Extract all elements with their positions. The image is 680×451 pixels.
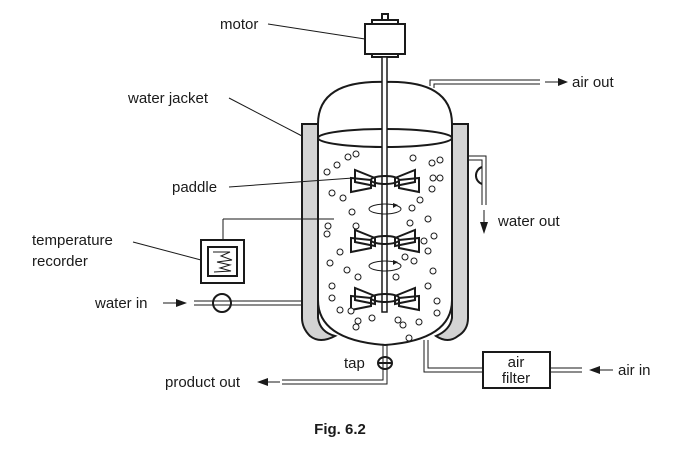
rotation-arrow-icon [368, 203, 402, 215]
bubble [352, 323, 360, 331]
label-water-in: water in [94, 295, 148, 312]
air-bubbles [323, 150, 444, 342]
bubble [352, 222, 360, 230]
water-out-pipe [468, 155, 487, 205]
bubble [328, 282, 336, 290]
air-in-pipe [423, 340, 582, 373]
paddle-set-1 [350, 168, 420, 194]
arrow-left-icon [257, 378, 280, 386]
air-out-pipe [429, 79, 540, 88]
label-temperature-recorder-1: temperature [32, 232, 113, 249]
bubble [429, 174, 437, 182]
arrow-down-icon [480, 210, 488, 234]
motor-unit [364, 13, 406, 58]
bubble [333, 161, 341, 169]
bubble [354, 273, 362, 281]
bubble [428, 159, 436, 167]
water-in-pipe [194, 293, 302, 313]
paddle-set-3 [350, 286, 420, 312]
bubble [436, 174, 444, 182]
bubble [424, 247, 432, 255]
label-water-jacket: water jacket [127, 90, 209, 107]
arrow-right-icon [163, 299, 187, 307]
label-air-filter-1: air [508, 354, 525, 371]
bubble [408, 204, 416, 212]
bubble [405, 334, 413, 342]
bubble [406, 219, 414, 227]
bubble [347, 307, 355, 315]
bubble [430, 232, 438, 240]
bubble [392, 273, 400, 281]
paddle-set-2 [350, 228, 420, 254]
bubble [326, 259, 334, 267]
label-air-filter-2: filter [502, 370, 530, 387]
bubble [344, 153, 352, 161]
bubble [343, 266, 351, 274]
label-tap: tap [344, 355, 365, 372]
bubble [428, 185, 436, 193]
bubble [420, 237, 428, 245]
rotation-arrow-icon [368, 260, 402, 272]
figure-caption: Fig. 6.2 [314, 421, 366, 438]
tap-valve [377, 356, 393, 370]
bubble [416, 196, 424, 204]
bubble [433, 297, 441, 305]
bubble [415, 318, 423, 326]
bubble [323, 230, 331, 238]
bubble [409, 154, 417, 162]
leader-water-jacket [228, 97, 303, 137]
bubble [429, 267, 437, 275]
label-water-out: water out [497, 213, 561, 230]
bubble [410, 257, 418, 265]
bubble [354, 317, 362, 325]
bubble [336, 248, 344, 256]
bubble [433, 309, 441, 317]
temperature-recorder [200, 218, 334, 284]
label-product-out: product out [165, 374, 241, 391]
water-jacket-left [301, 123, 338, 341]
bubble [401, 253, 409, 261]
bubble [436, 156, 444, 164]
arrow-left-icon [589, 366, 613, 374]
label-air-in: air in [618, 362, 651, 379]
bubble [324, 222, 332, 230]
bubble [336, 306, 344, 314]
label-air-out: air out [572, 74, 615, 91]
label-temperature-recorder-2: recorder [32, 253, 88, 270]
label-paddle: paddle [172, 179, 217, 196]
bubble [424, 215, 432, 223]
leader-temperature-recorder [132, 241, 202, 261]
bubble [368, 314, 376, 322]
bubble [348, 208, 356, 216]
bubble [424, 282, 432, 290]
leader-paddle [228, 177, 354, 188]
bubble [352, 150, 360, 158]
leader-motor [267, 23, 366, 40]
vessel-body [317, 80, 453, 347]
product-out-pipe [282, 345, 388, 385]
air-filter [482, 351, 551, 389]
arrow-right-icon [545, 78, 568, 86]
bubble [394, 316, 402, 324]
label-motor: motor [220, 16, 258, 33]
bubble [328, 294, 336, 302]
bubble [339, 194, 347, 202]
bubble [328, 189, 336, 197]
bubble [399, 321, 407, 329]
bubble [323, 168, 331, 176]
